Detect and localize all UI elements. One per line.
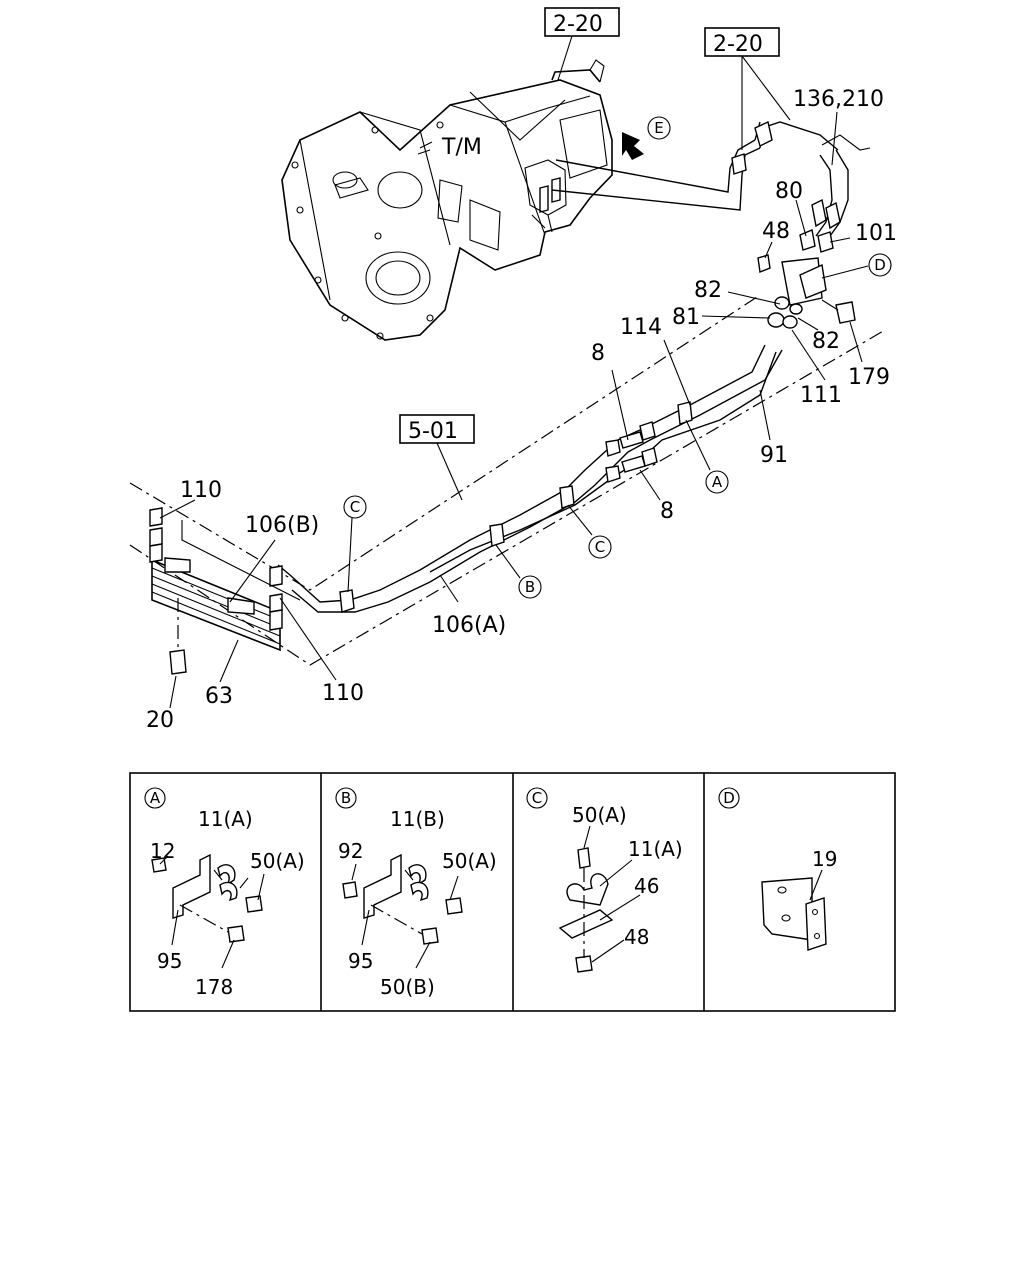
oil-cooler (149, 507, 301, 675)
detail-d-tag: D (723, 789, 735, 807)
detail-b-tag: B (341, 789, 351, 807)
detail-c-11a: 11(A) (628, 837, 683, 861)
detail-a-50a: 50(A) (250, 849, 305, 873)
transmission (281, 59, 613, 341)
centerline-lower (129, 329, 886, 666)
callout-a-circle (705, 470, 729, 494)
detail-b-11b: 11(B) (390, 807, 445, 831)
callout-c1: C (350, 498, 360, 516)
detail-c-50a: 50(A) (572, 803, 627, 827)
view-e-arrow-icon (622, 132, 644, 160)
label-8-b: 8 (660, 499, 674, 524)
view-e-letter: E (654, 119, 663, 137)
tm-label: T/M (441, 135, 482, 160)
ref-top-label: 2-20 (553, 12, 603, 37)
detail-a-95: 95 (157, 949, 182, 973)
label-20: 20 (146, 708, 174, 733)
detail-b-95: 95 (348, 949, 373, 973)
callout-b-circle (518, 575, 542, 599)
detail-c: C 50(A) 11(A) 46 48 (526, 787, 683, 973)
label-110-b: 110 (322, 681, 364, 706)
label-101: 101 (855, 221, 897, 246)
detail-a-12: 12 (150, 839, 175, 863)
detail-b-50b: 50(B) (380, 975, 435, 999)
callout-b: B (525, 578, 535, 596)
tm-pipes (551, 121, 871, 237)
callout-c2-circle (588, 535, 612, 559)
label-114: 114 (620, 315, 662, 340)
ref-box-top (544, 7, 620, 37)
callout-d: D (874, 256, 886, 274)
view-e-marker (647, 116, 671, 140)
detail-c-48: 48 (624, 925, 649, 949)
fittings-cluster (757, 229, 856, 329)
label-179: 179 (848, 365, 890, 390)
label-82-b: 82 (812, 329, 840, 354)
detail-a-178: 178 (195, 975, 233, 999)
cooler-lines (277, 344, 783, 613)
callout-c1-circle (343, 495, 367, 519)
centerline-upper (129, 294, 761, 591)
label-81: 81 (672, 305, 700, 330)
label-106-a: 106(A) (432, 613, 506, 638)
ref-right-label: 2-20 (713, 32, 763, 57)
detail-c-46: 46 (634, 874, 659, 898)
detail-b-50a: 50(A) (442, 849, 497, 873)
detail-a-tag: A (150, 789, 161, 807)
label-111: 111 (800, 383, 842, 408)
leaders (159, 111, 869, 709)
detail-b: B 11(B) 92 50(A) 95 50(B) (335, 787, 497, 999)
label-82-a: 82 (694, 278, 722, 303)
label-91: 91 (760, 443, 788, 468)
label-136-210: 136,210 (793, 87, 884, 112)
label-110-a: 110 (180, 478, 222, 503)
label-106-b: 106(B) (245, 513, 319, 538)
label-48: 48 (762, 219, 790, 244)
detail-b-92: 92 (338, 839, 363, 863)
callout-c2: C (595, 538, 605, 556)
detail-d-19: 19 (812, 847, 837, 871)
detail-d: D 19 (718, 787, 837, 951)
ref-left-label: 5-01 (408, 419, 458, 444)
callout-d-circle (868, 253, 892, 277)
label-80: 80 (775, 179, 803, 204)
label-63: 63 (205, 684, 233, 709)
detail-a: A 11(A) 12 50(A) 95 178 (144, 787, 305, 999)
callout-a: A (712, 473, 723, 491)
detail-a-11a: 11(A) (198, 807, 253, 831)
detail-c-tag: C (532, 789, 542, 807)
detail-panels (129, 772, 896, 1012)
label-8-a: 8 (591, 341, 605, 366)
